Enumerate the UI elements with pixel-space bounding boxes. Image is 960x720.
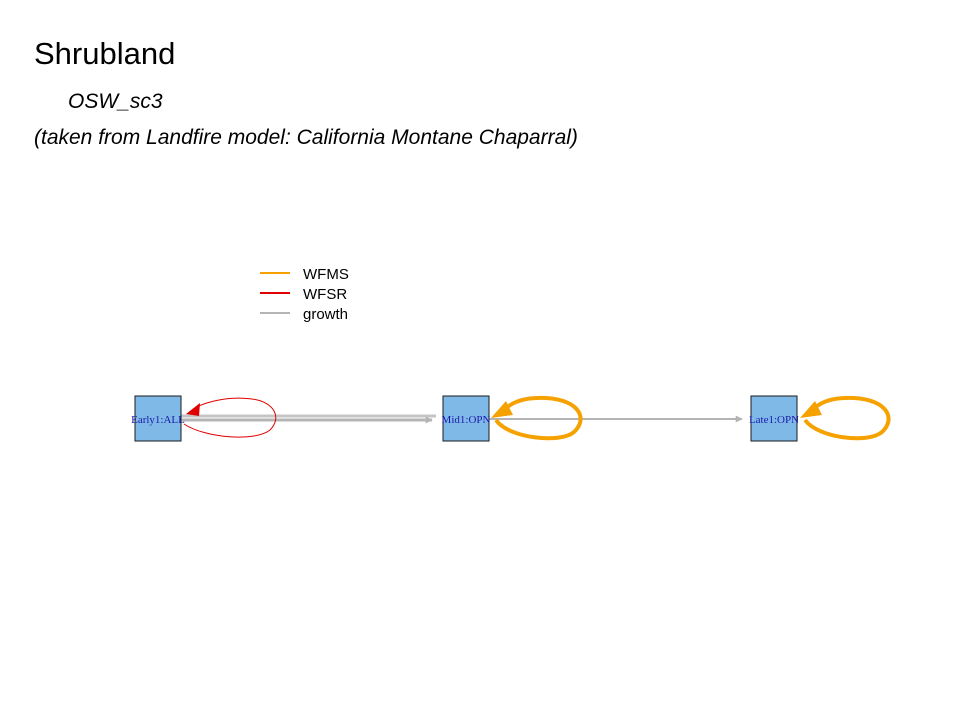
legend-label-growth: growth — [303, 306, 348, 323]
node-late1[interactable]: Late1:OPN — [749, 395, 799, 442]
node-mid1[interactable]: Mid1:OPN — [442, 395, 491, 442]
node-early1[interactable]: Early1:ALL — [131, 395, 185, 442]
node-label-late1: Late1:OPN — [749, 414, 799, 426]
source-note: (taken from Landfire model: California M… — [34, 126, 578, 149]
node-box-mid1 — [442, 395, 490, 442]
legend-label-wfms: WFMS — [303, 266, 349, 283]
wfsr-loop-early1 — [183, 397, 277, 438]
node-box-early1 — [134, 395, 182, 442]
legend: WFMS WFSR growth — [260, 266, 349, 323]
node-label-mid1: Mid1:OPN — [442, 414, 491, 426]
wfms-loop-late1 — [800, 395, 891, 441]
model-id: OSW_sc3 — [68, 90, 163, 113]
node-label-early1: Early1:ALL — [131, 414, 185, 426]
legend-label-wfsr: WFSR — [303, 286, 347, 303]
node-box-late1 — [750, 395, 798, 442]
wfms-loop-mid1 — [491, 395, 583, 441]
growth-edges — [181, 414, 743, 424]
page-title: Shrubland — [34, 36, 176, 71]
